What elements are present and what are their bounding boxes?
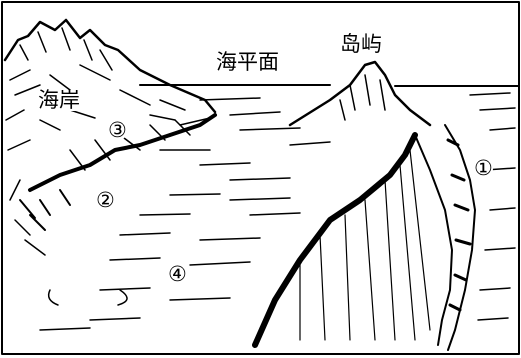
trench-hatching (299, 149, 431, 341)
trench-right-wall (414, 134, 453, 346)
island-label: 岛屿 (338, 32, 384, 56)
shelf-break (28, 113, 217, 192)
marker-4: ④ (168, 262, 187, 286)
sea-level-label: 海平面 (214, 50, 281, 74)
marker-1: ① (474, 156, 493, 180)
island-peak (288, 60, 432, 127)
seafloor-ripples (39, 149, 301, 331)
coast-label: 海岸 (36, 88, 82, 112)
marker-2: ② (96, 188, 115, 212)
slope-edge (444, 124, 476, 351)
trench-left-wall (252, 132, 418, 348)
coast-ridge (3, 18, 217, 114)
marker-3: ③ (108, 118, 127, 142)
